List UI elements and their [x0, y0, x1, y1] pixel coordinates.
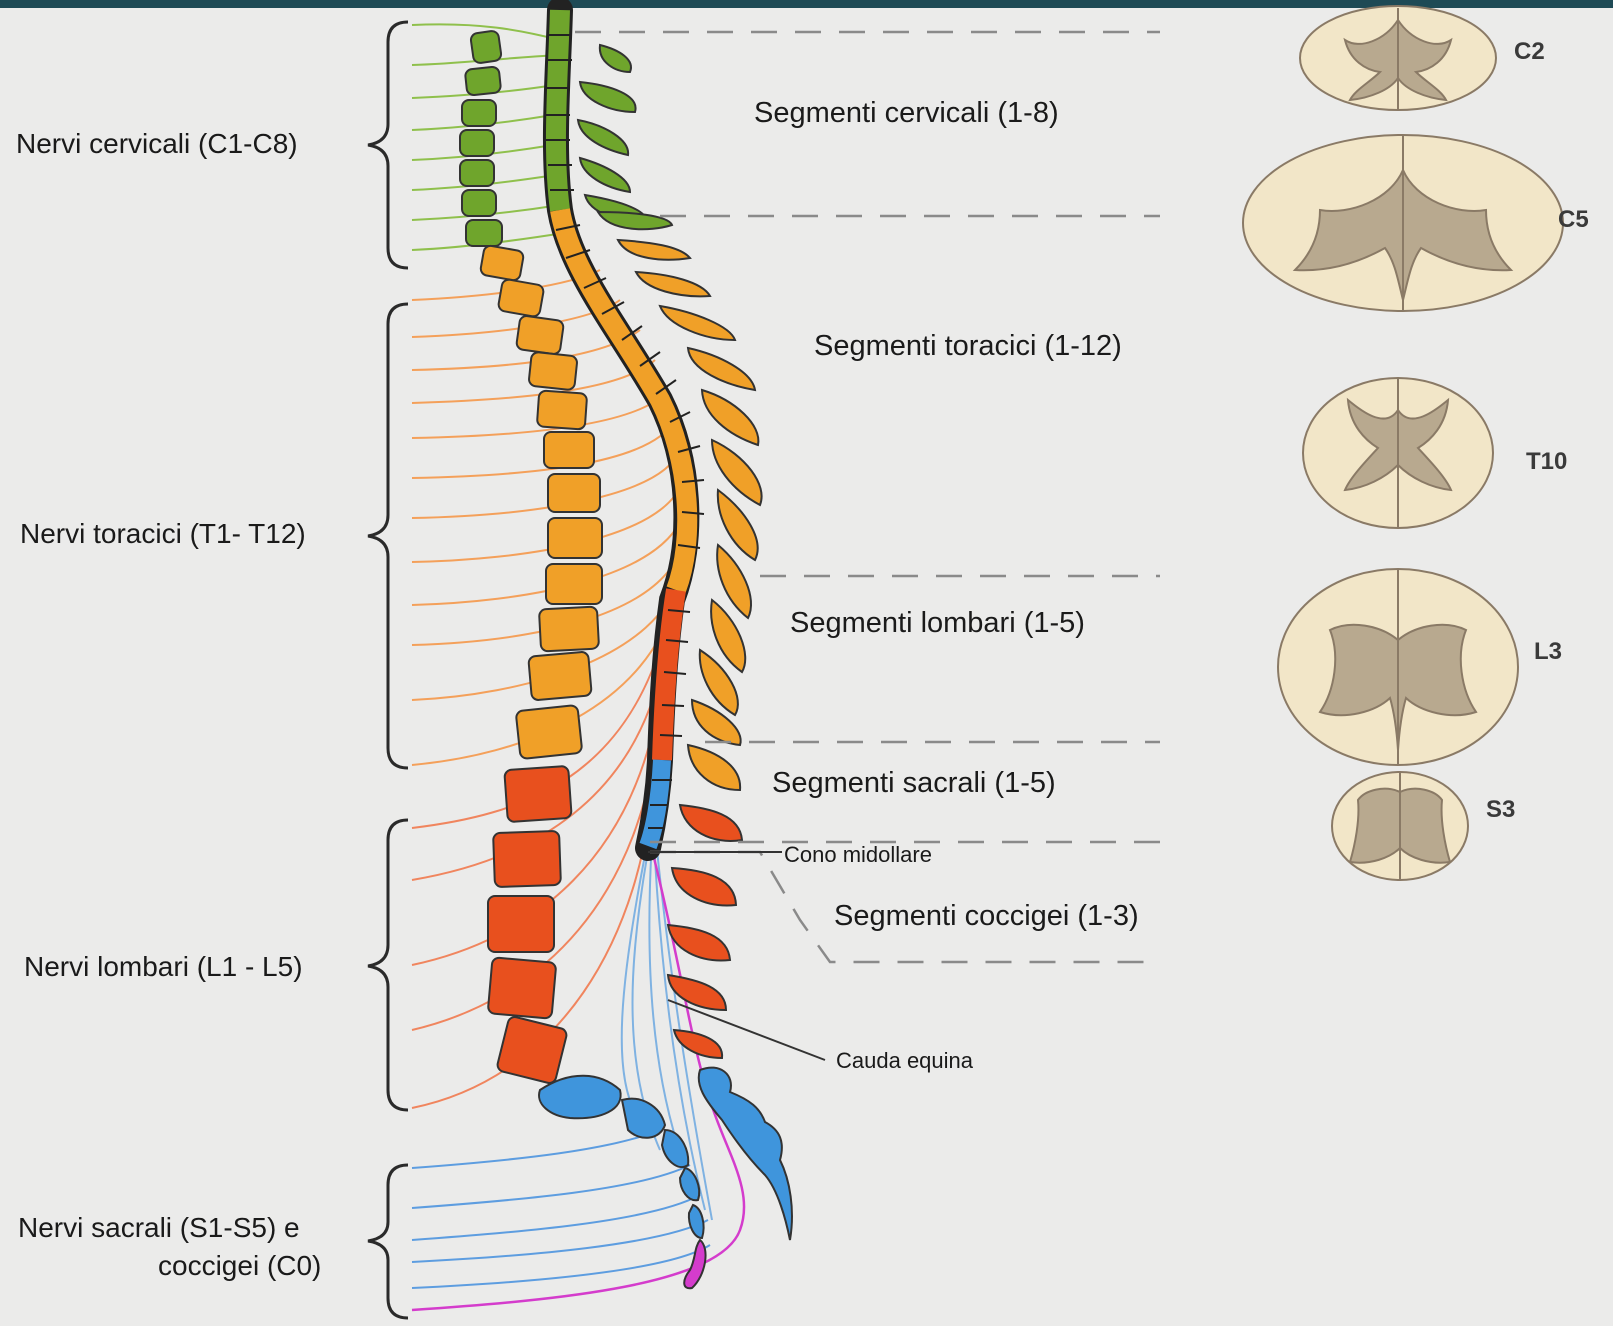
conus-medullaris-label: Cono midollare: [784, 842, 932, 868]
cross-section-c5: [1243, 135, 1563, 311]
cross-section-s3: [1332, 772, 1468, 880]
sacral-brace: [368, 1165, 408, 1318]
cervical-segments-label: Segmenti cervicali (1-8): [754, 97, 1059, 130]
sacral-nerves-label-line2: coccigei (C0): [158, 1250, 321, 1282]
cross-section-label-c5: C5: [1558, 206, 1589, 234]
thoracic-nerves-label: Nervi toracici (T1- T12): [20, 518, 306, 550]
cross-section-label-c2: C2: [1514, 38, 1545, 66]
nerve-group-braces: [368, 22, 408, 1318]
cross-section-label-l3: L3: [1534, 638, 1562, 666]
cauda-equina-label: Cauda equina: [836, 1048, 973, 1074]
pointer-lines: [648, 852, 825, 1060]
cross-section-l3: [1278, 569, 1518, 765]
thoracic-brace: [368, 304, 408, 768]
cross-section-c2: [1300, 6, 1496, 110]
spinal-cross-sections: [1243, 6, 1563, 880]
lumbar-nerves-label: Nervi lombari (L1 - L5): [24, 951, 303, 983]
sacral-segments-label: Segmenti sacrali (1-5): [772, 767, 1056, 800]
lumbar-segments-label: Segmenti lombari (1-5): [790, 607, 1085, 640]
cross-section-label-s3: S3: [1486, 796, 1515, 824]
sacral-nerves-label-line1: Nervi sacrali (S1-S5) e: [18, 1212, 300, 1244]
cross-section-t10: [1303, 378, 1493, 528]
cross-section-label-t10: T10: [1526, 448, 1567, 476]
thoracic-segments-label: Segmenti toracici (1-12): [814, 330, 1122, 363]
coccygeal-segments-label: Segmenti coccigei (1-3): [834, 900, 1139, 933]
lumbar-brace: [368, 820, 408, 1110]
cervical-brace: [368, 22, 408, 268]
cervical-nerves-label: Nervi cervicali (C1-C8): [16, 128, 298, 160]
